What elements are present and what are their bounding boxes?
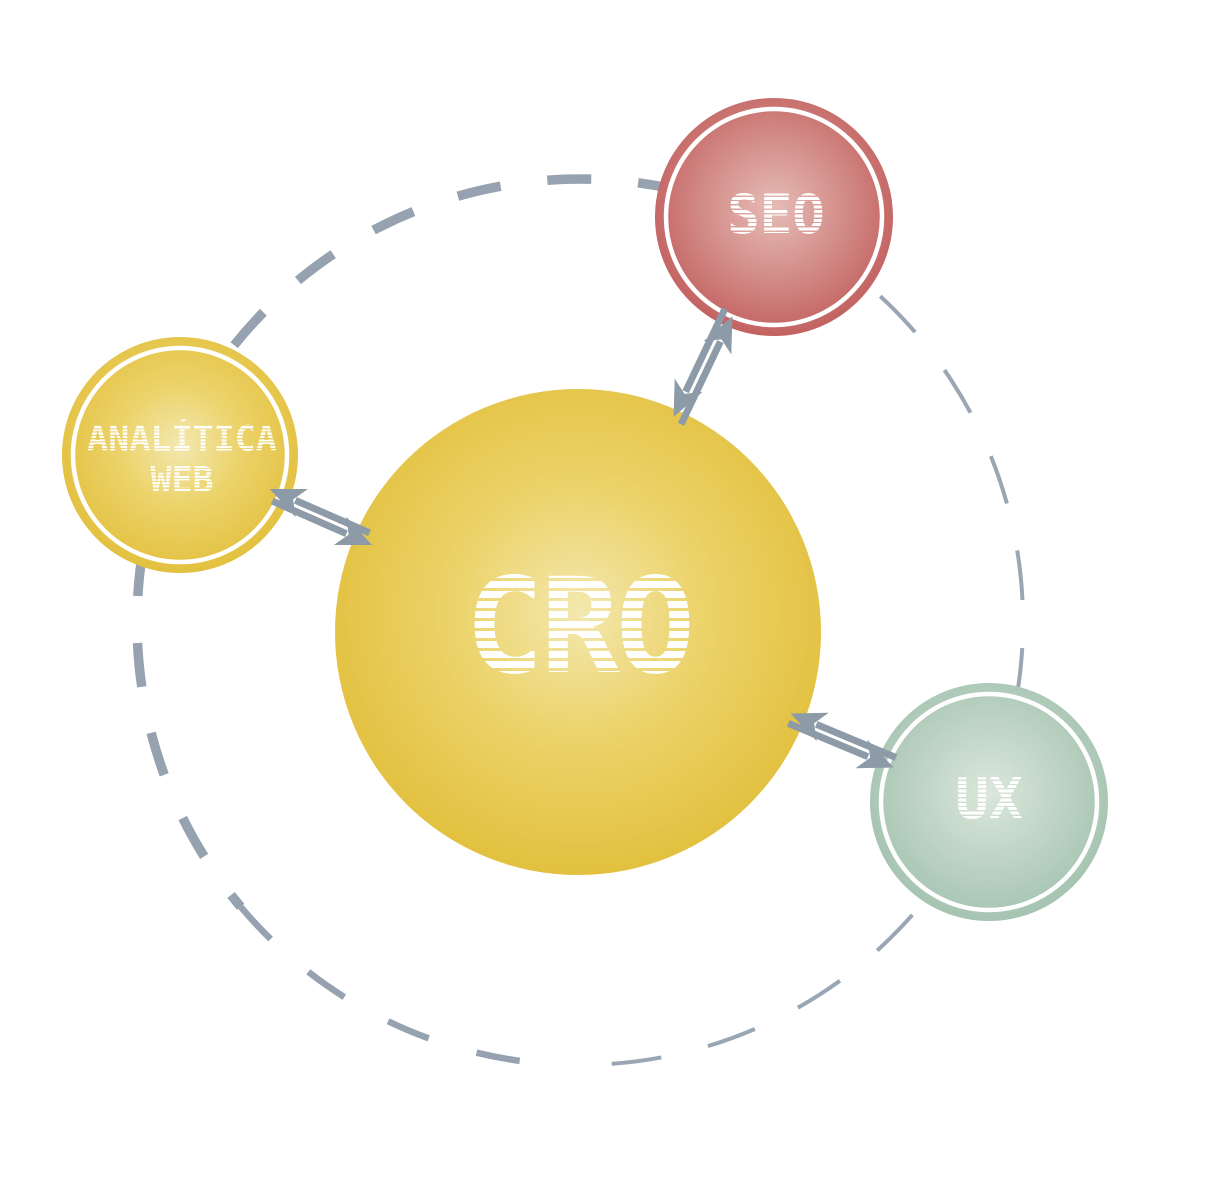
seo-label: SEO xyxy=(727,183,825,246)
cro-label: CRO xyxy=(464,550,695,704)
orbit-arc-thick xyxy=(132,174,770,910)
orbit-ring xyxy=(132,174,1026,1067)
connectors xyxy=(269,307,898,769)
analitica-web-label: ANALÍTICA WEB xyxy=(76,419,288,500)
arrow-seo-to-cro xyxy=(673,307,729,417)
nodes xyxy=(62,98,1108,921)
arrow-analitica-web-to-cro xyxy=(270,497,373,545)
orbit-arc-medium xyxy=(238,904,542,1067)
arrow-ux-to-cro xyxy=(790,712,898,761)
ux-circle xyxy=(870,683,1108,921)
seo-inner-ring xyxy=(663,106,885,328)
seo-circle xyxy=(655,98,893,336)
cro-circle xyxy=(335,389,821,875)
ux-inner-ring xyxy=(878,691,1100,913)
analitica-web-inner-ring xyxy=(70,345,290,565)
ux-label: UX xyxy=(955,767,1023,832)
analitica-web-circle xyxy=(62,337,298,573)
